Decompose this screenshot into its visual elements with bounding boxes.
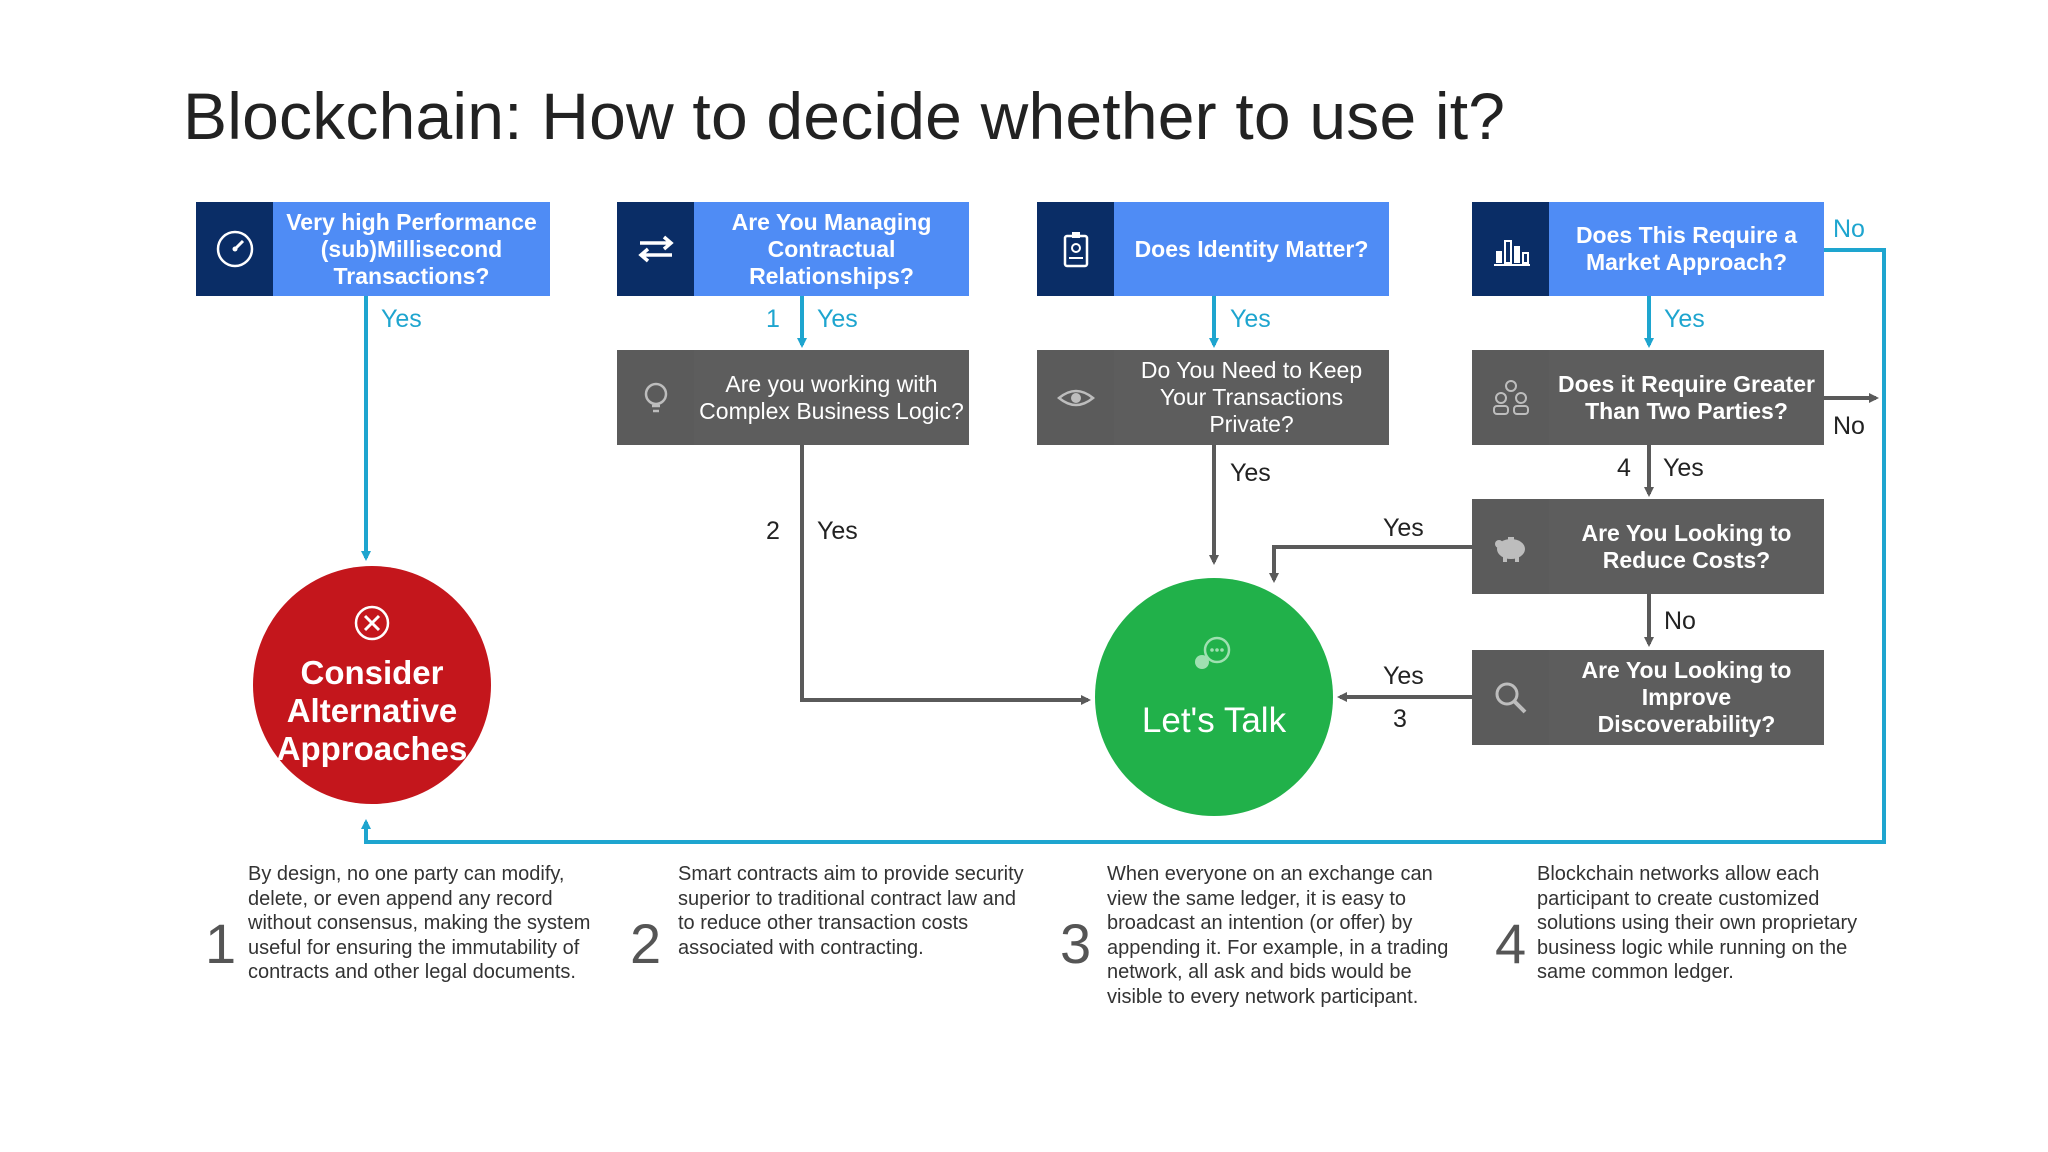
outcome-lets-talk: Let's Talk: [1095, 578, 1333, 816]
label-costs-no: No: [1664, 607, 1696, 635]
label-discover-num: 3: [1393, 705, 1407, 733]
question-parties: Does it Require Greater Than Two Parties…: [1472, 350, 1824, 445]
label-performance-yes: Yes: [381, 305, 422, 333]
exchange-arrows-icon: [617, 202, 694, 296]
magnifier-icon: [1472, 650, 1549, 745]
label-private-yes: Yes: [1230, 459, 1271, 487]
label-complex-yes: Yes: [817, 517, 858, 545]
page-title: Blockchain: How to decide whether to use…: [183, 79, 1506, 153]
note-3-number: 3: [1060, 912, 1092, 975]
question-complex-logic: Are you working with Complex Business Lo…: [617, 350, 969, 445]
line-market-no: [361, 248, 1886, 844]
question-parties-text: Does it Require Greater Than Two Parties…: [1549, 350, 1824, 445]
line-costs-yes: [1269, 545, 1472, 583]
question-identity-text: Does Identity Matter?: [1114, 202, 1389, 296]
people-icon: [1472, 350, 1549, 445]
label-parties-no: No: [1833, 412, 1865, 440]
bar-chart-icon: [1472, 202, 1549, 296]
speedometer-icon: [196, 202, 273, 296]
question-performance-text: Very high Performance (sub)Millisecond T…: [273, 202, 550, 296]
label-parties-yes: Yes: [1663, 454, 1704, 482]
note-2-text: Smart contracts aim to provide security …: [678, 863, 1024, 959]
question-identity: Does Identity Matter?: [1037, 202, 1389, 296]
question-reduce-costs-text: Are You Looking to Reduce Costs?: [1549, 499, 1824, 594]
question-private-text: Do You Need to Keep Your Transactions Pr…: [1114, 350, 1389, 445]
outcome-consider-alternative: Consider Alternative Approaches: [253, 566, 491, 804]
eye-icon: [1037, 350, 1114, 445]
close-circle-icon: [352, 603, 392, 648]
label-complex-num: 2: [766, 517, 780, 545]
note-4-number: 4: [1495, 912, 1527, 975]
label-contractual-num: 1: [766, 305, 780, 333]
question-market-text: Does This Require a Market Approach?: [1549, 202, 1824, 296]
question-contractual: Are You Managing Contractual Relationshi…: [617, 202, 969, 296]
lightbulb-icon: [617, 350, 694, 445]
label-identity-yes: Yes: [1230, 305, 1271, 333]
question-discoverability-text: Are You Looking to Improve Discoverabili…: [1549, 650, 1824, 745]
line-complex-yes: [800, 445, 1091, 705]
note-1-number: 1: [205, 912, 237, 975]
label-market-yes: Yes: [1664, 305, 1705, 333]
note-4-text: Blockchain networks allow each participa…: [1537, 863, 1858, 983]
question-reduce-costs: Are You Looking to Reduce Costs?: [1472, 499, 1824, 594]
question-performance: Very high Performance (sub)Millisecond T…: [196, 202, 550, 296]
outcome-consider-alternative-text: Consider Alternative Approaches: [276, 653, 468, 767]
question-contractual-text: Are You Managing Contractual Relationshi…: [694, 202, 969, 296]
label-costs-yes: Yes: [1383, 514, 1424, 542]
label-contractual-yes: Yes: [817, 305, 858, 333]
label-discover-yes: Yes: [1383, 662, 1424, 690]
outcome-lets-talk-text: Let's Talk: [1141, 700, 1287, 740]
question-private: Do You Need to Keep Your Transactions Pr…: [1037, 350, 1389, 445]
question-discoverability: Are You Looking to Improve Discoverabili…: [1472, 650, 1824, 745]
question-market: Does This Require a Market Approach?: [1472, 202, 1824, 296]
chat-bubbles-icon: [1191, 634, 1237, 679]
piggy-bank-icon: [1472, 499, 1549, 594]
note-3-text: When everyone on an exchange can view th…: [1107, 863, 1449, 1008]
question-complex-logic-text: Are you working with Complex Business Lo…: [694, 350, 969, 445]
label-market-no: No: [1833, 215, 1865, 243]
note-1-text: By design, no one party can modify, dele…: [248, 863, 591, 983]
id-badge-icon: [1037, 202, 1114, 296]
note-2-number: 2: [630, 912, 662, 975]
label-parties-num: 4: [1617, 454, 1631, 482]
